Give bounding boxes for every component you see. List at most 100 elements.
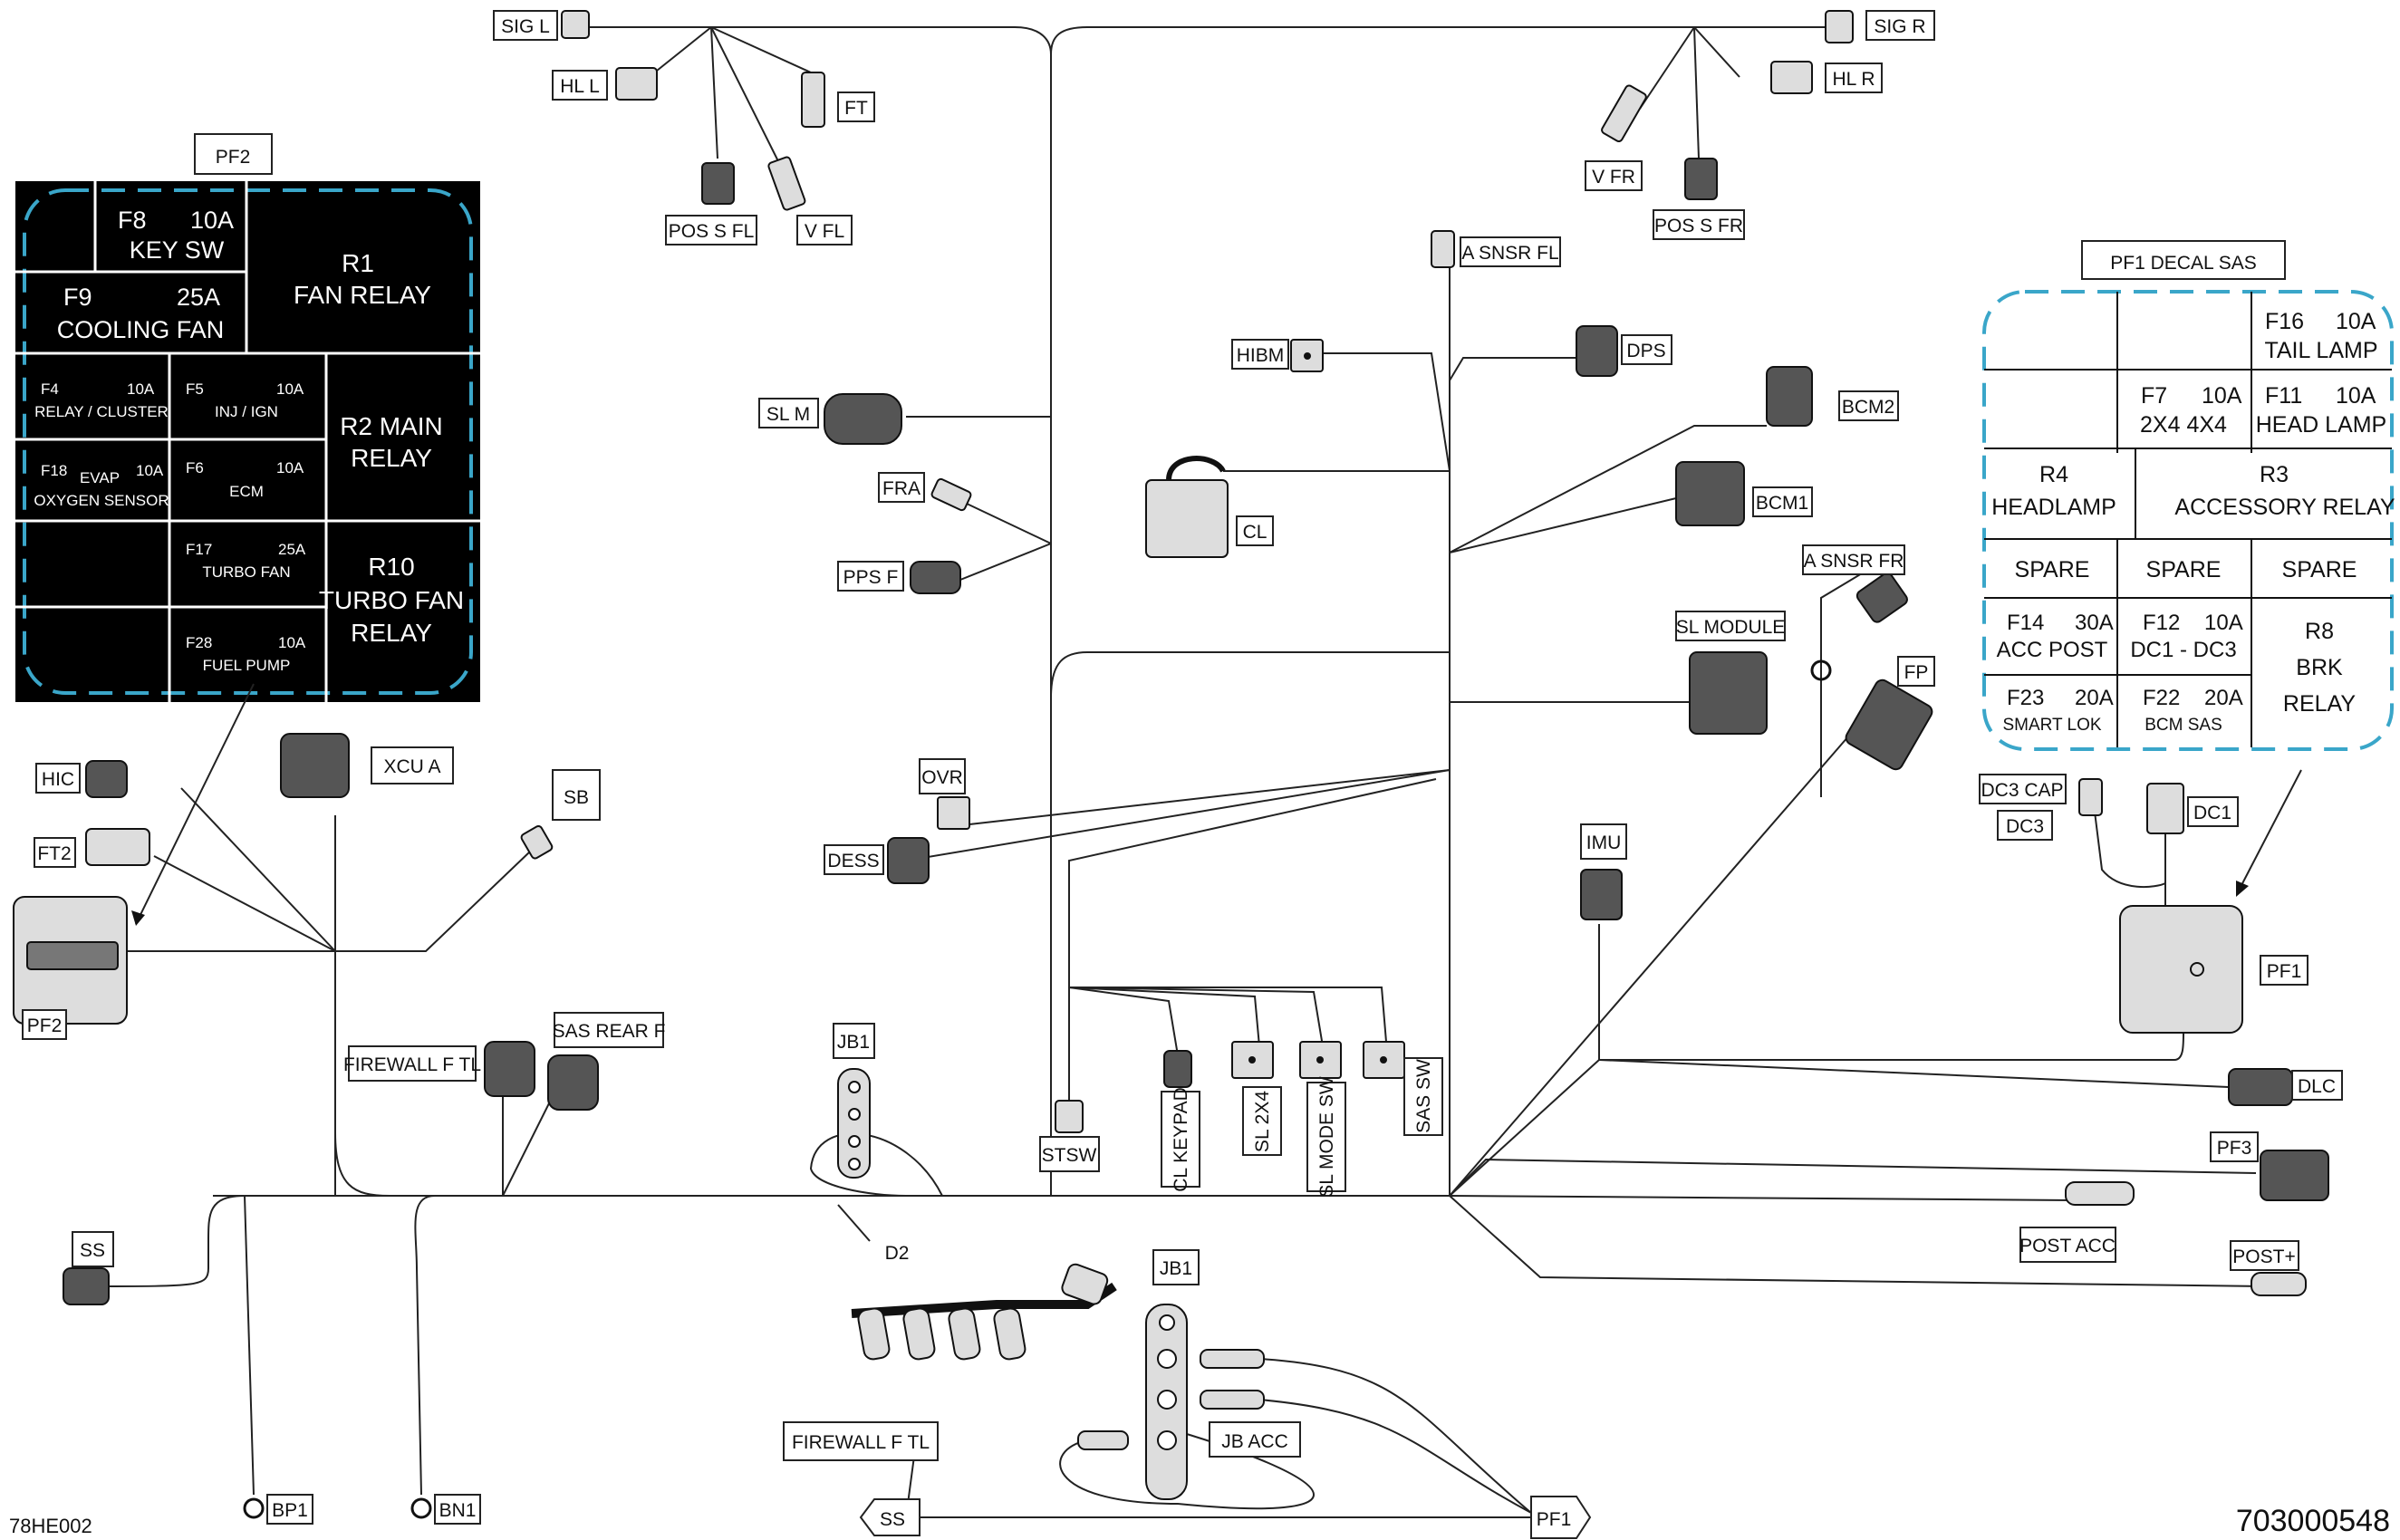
label-ss: SS — [80, 1240, 105, 1261]
pf2-decal-pointer-head — [131, 910, 145, 926]
label-dps: DPS — [1626, 341, 1665, 361]
label-pps-f: PPS F — [843, 567, 899, 588]
pf2-f17-name: TURBO FAN — [202, 563, 290, 581]
label-sl-2x4: SL 2X4 — [1252, 1091, 1273, 1152]
pf1-spare-1: SPARE — [2015, 557, 2090, 582]
label-sas-rear-f: SAS REAR F — [553, 1021, 666, 1042]
pf2-f17-amp: 25A — [278, 541, 306, 558]
label-bcm2: BCM2 — [1842, 397, 1894, 418]
label-v-fr: V FR — [1592, 167, 1635, 188]
labels: SIG L HL L FT POS S FL V FL SIG R HL R V… — [22, 10, 2343, 1539]
pf1-f12-name: DC1 - DC3 — [2130, 638, 2236, 662]
post-acc-terminal — [2065, 1181, 2135, 1206]
label-jb1: JB1 — [837, 1032, 870, 1053]
pf1-f23-name: SMART LOK — [2002, 716, 2101, 735]
pf1-spare-2: SPARE — [2146, 557, 2222, 582]
fp-ring-terminal — [1810, 659, 1832, 681]
pf1-f16-name: TAIL LAMP — [2264, 338, 2377, 363]
label-pos-s-fl: POS S FL — [669, 221, 755, 242]
sig-r-connector — [1825, 10, 1854, 43]
dps-connector — [1576, 325, 1618, 377]
label-sb: SB — [564, 787, 589, 808]
label-post-acc: POST ACC — [2019, 1236, 2116, 1256]
label-sl-mode-sw: SL MODE SW — [1316, 1076, 1337, 1198]
pf1-decal: PF1 DECAL SAS F16 10A TAIL LAMP F7 10A 2… — [1982, 240, 2395, 897]
pf2-r2-line1: R2 MAIN — [340, 412, 443, 440]
pf1-r4-code: R4 — [2039, 462, 2068, 487]
pf2-f18-amp: 10A — [136, 462, 164, 479]
pf2-f28-amp: 10A — [278, 634, 306, 651]
label-sig-l: SIG L — [501, 16, 550, 37]
pos-s-fr-connector — [1684, 158, 1718, 200]
dc1-connector — [2146, 783, 2184, 834]
pf2-f28-name: FUEL PUMP — [203, 657, 291, 674]
pf2-r2-line2: RELAY — [351, 444, 432, 472]
hic-connector — [85, 760, 128, 798]
pf2-decal-title: PF2 — [216, 147, 251, 168]
pf1-f16-code: F16 — [2265, 309, 2304, 334]
pf1-f23-code: F23 — [2007, 686, 2044, 710]
pf1-f22-name: BCM SAS — [2145, 716, 2222, 735]
pf2-f4-code: F4 — [41, 380, 59, 398]
label-dc3: DC3 — [2006, 816, 2044, 837]
pf1-f12-code: F12 — [2143, 611, 2180, 635]
pf2-f6-code: F6 — [186, 459, 204, 476]
label-hic: HIC — [42, 769, 74, 790]
label-hibm: HIBM — [1237, 345, 1285, 366]
pf1-f7-code: F7 — [2141, 383, 2167, 409]
jb-lug-2 — [1200, 1390, 1265, 1410]
label-sig-r: SIG R — [1874, 16, 1925, 37]
pf1-decal-pointer-head — [2236, 881, 2249, 897]
sl-m-connector — [824, 393, 902, 445]
pf2-decal: PF2 F8 10A KEY SW F9 25A COOLING FAN R1 … — [15, 133, 480, 926]
pf2-decal-title-box — [194, 133, 273, 175]
jb-lug-1 — [1200, 1349, 1265, 1369]
part-number: 703000548 — [2236, 1504, 2390, 1538]
label-pf1: PF1 — [2267, 961, 2302, 982]
v-fl-connector — [767, 156, 806, 211]
label-imu: IMU — [1586, 833, 1622, 853]
sig-l-connector — [561, 10, 590, 39]
pf1-f23-amp: 20A — [2075, 686, 2114, 710]
dlc-connector — [2228, 1068, 2293, 1106]
sas-rear-f-connector — [547, 1054, 599, 1111]
pf1-fuse-box — [2119, 905, 2243, 1034]
pf2-f8-name: KEY SW — [130, 236, 225, 264]
label-sl-module: SL MODULE — [1676, 617, 1786, 638]
pf2-f4-name: RELAY / CLUSTER — [34, 403, 169, 420]
jb1-lower-assembly — [851, 1263, 1265, 1500]
label-dlc: DLC — [2298, 1076, 2336, 1097]
hl-r-connector — [1770, 61, 1813, 94]
label-firewall-f-tl: FIREWALL F TL — [343, 1054, 481, 1075]
pf1-r8-line2: BRK — [2296, 655, 2343, 680]
label-ss-bottom: SS — [880, 1509, 905, 1530]
firewall-f-tl-connector — [484, 1041, 535, 1097]
pf2-r10-line2: TURBO FAN — [319, 586, 464, 614]
pf2-f18-name2: OXYGEN SENSOR — [34, 492, 169, 509]
pf1-f7-name: 2X4 4X4 — [2140, 412, 2227, 438]
label-pf1-bottom: PF1 — [1537, 1509, 1572, 1530]
label-fra: FRA — [882, 478, 920, 499]
pf2-r10-line1: R10 — [368, 553, 414, 581]
pf2-f9-code: F9 — [63, 284, 92, 311]
v-fr-connector — [1601, 84, 1647, 143]
cl-connector — [1145, 479, 1229, 558]
bcm1-connector — [1675, 461, 1745, 526]
label-hl-r: HL R — [1832, 69, 1875, 90]
hl-l-connector — [615, 67, 658, 101]
pf1-decal-pointer — [2237, 769, 2302, 893]
fra-connector — [930, 477, 972, 512]
pf1-r3-code: R3 — [2260, 462, 2289, 487]
label-pf3: PF3 — [2217, 1138, 2252, 1159]
components — [13, 10, 2329, 1519]
pf2-f18-code: F18 — [41, 462, 67, 479]
pf1-f11-amp: 10A — [2336, 383, 2376, 409]
pf2-f6-name: ECM — [229, 483, 264, 500]
label-ft2: FT2 — [37, 843, 71, 864]
pf2-r1-code: R1 — [342, 249, 374, 277]
pos-s-fl-connector — [701, 162, 735, 205]
ss-connector — [63, 1267, 110, 1305]
cl-harness-loop — [1166, 456, 1226, 481]
sb-connector — [520, 824, 554, 860]
label-post-plus: POST+ — [2232, 1246, 2295, 1267]
